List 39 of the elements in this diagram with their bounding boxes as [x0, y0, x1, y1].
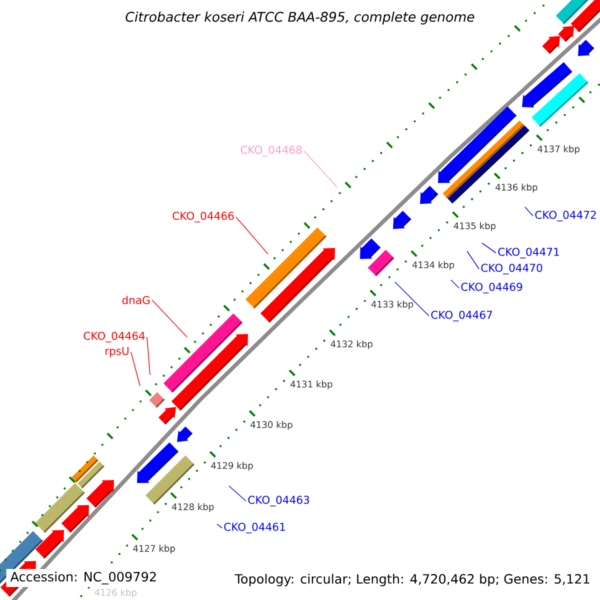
leader-line: [394, 282, 430, 316]
scale-label: 4135 kbp: [454, 222, 496, 231]
scale-label: 4134 kbp: [412, 261, 454, 270]
leader-line: [466, 250, 480, 270]
gene-label: CKO_04469: [461, 282, 522, 294]
gene-label: CKO_04463: [248, 496, 310, 506]
map-title: Citrobacter koseri ATCC BAA-895, complete genome: [126, 12, 474, 24]
scale-label: 4132 kbp: [330, 340, 373, 350]
leader-line: [524, 206, 534, 216]
scale-label: 4133 kbp: [371, 300, 414, 310]
leader-line: [450, 280, 460, 288]
scale-label: 4126 kbp: [94, 588, 137, 598]
scale-label: 4130 kbp: [250, 421, 292, 430]
accession-note: Accession: NC_009792: [6, 568, 162, 588]
gene-label: CKO_04467: [431, 310, 492, 322]
scale-label: 4128 kbp: [172, 503, 214, 512]
gene-label: CKO_04472: [535, 210, 596, 222]
scale-label: 4127 kbp: [133, 544, 175, 554]
gene-label: CKO_04466: [172, 212, 234, 222]
leader-line: [130, 352, 140, 386]
leader-line: [216, 524, 222, 528]
leader-line: [228, 486, 246, 502]
gene-label: dnaG: [122, 296, 150, 304]
genome-info-note: Topology: circular; Length: 4,720,462 bp; Genes: 5,121: [234, 574, 590, 586]
leader-line: [152, 300, 188, 338]
gene-label: CKO_04471: [498, 248, 559, 258]
leader-line: [304, 150, 338, 188]
gene-label: CKO_04468: [240, 146, 302, 156]
leader-line: [236, 216, 268, 254]
scale-label: 4137 kbp: [538, 145, 580, 154]
gene-label: rpsU: [106, 346, 128, 358]
gene-label: CKO_04461: [224, 522, 285, 534]
scale-label: 4136 kbp: [496, 184, 538, 192]
scale-label: 4129 kbp: [211, 462, 253, 471]
leader-line: [482, 242, 496, 254]
leader-line: [146, 336, 150, 376]
gene-label: CKO_04470: [481, 264, 542, 274]
gene-label: CKO_04464: [84, 332, 145, 342]
scale-label: 4131 kbp: [290, 380, 332, 390]
